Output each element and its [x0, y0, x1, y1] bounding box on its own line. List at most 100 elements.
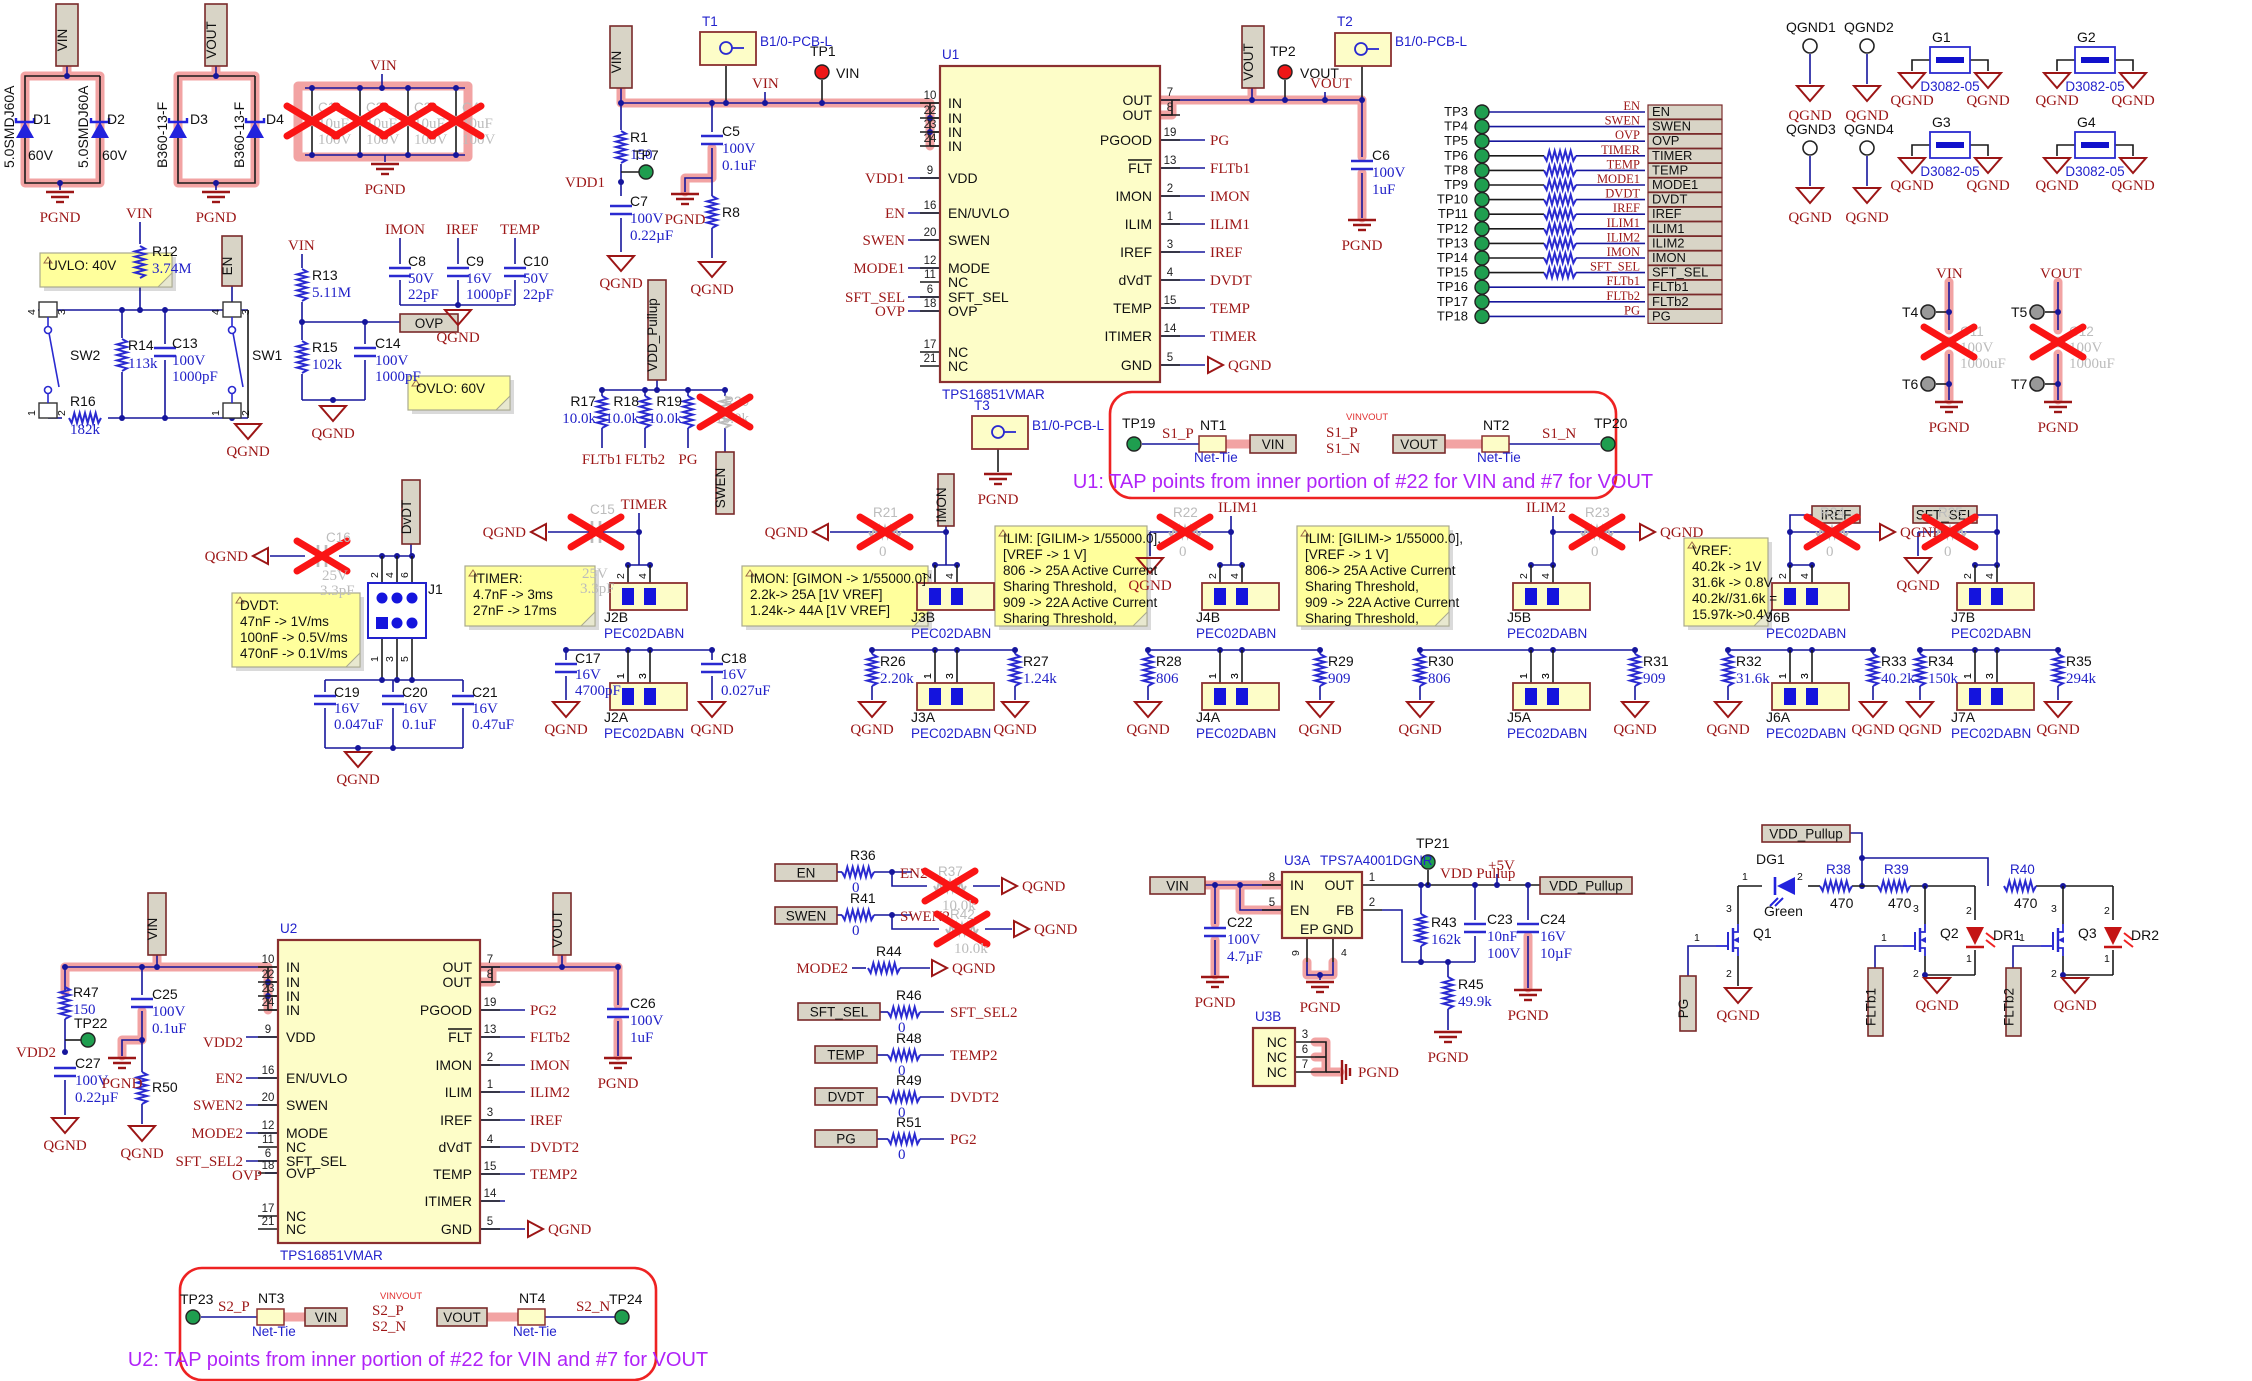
switch-symbol[interactable] — [38, 402, 58, 419]
ground-symbol-qgnd[interactable] — [1304, 701, 1336, 719]
led-symbol[interactable] — [1966, 927, 1984, 945]
net-port-fltb2[interactable] — [1647, 294, 1723, 310]
test-point[interactable] — [638, 164, 654, 180]
resistor-symbol[interactable] — [703, 195, 721, 229]
resistor-symbol[interactable] — [1543, 219, 1577, 238]
jack-symbol[interactable] — [699, 31, 757, 66]
terminal-temp[interactable] — [814, 1045, 878, 1064]
chip-u2[interactable] — [276, 938, 482, 1245]
ground-symbol-qgnd[interactable] — [317, 405, 349, 423]
chip-u3a[interactable] — [1280, 870, 1364, 940]
jack-symbol[interactable] — [1334, 32, 1392, 67]
resistor-symbol[interactable] — [68, 409, 102, 427]
test-point[interactable] — [1859, 140, 1875, 156]
terminal-vin[interactable] — [147, 892, 167, 956]
test-point[interactable] — [80, 1032, 96, 1048]
resistor-symbol[interactable] — [1819, 877, 1853, 895]
ground-port-qgnd[interactable] — [1639, 522, 1658, 542]
terminal-vin[interactable] — [609, 25, 633, 89]
ground-port-qgnd[interactable] — [810, 522, 829, 542]
net-port-temp[interactable] — [1647, 162, 1723, 178]
ground-symbol-qgnd[interactable] — [232, 423, 264, 441]
resistor-symbol[interactable] — [293, 268, 311, 302]
ground-symbol-qgnd[interactable] — [2041, 157, 2073, 175]
ground-symbol-qgnd[interactable] — [1132, 701, 1164, 719]
terminal-vdd-pullup[interactable] — [1761, 824, 1851, 843]
terminal-ovp[interactable] — [399, 313, 459, 333]
resistor-symbol[interactable] — [1543, 249, 1577, 267]
test-point[interactable] — [1802, 140, 1818, 156]
ground-symbol-qgnd[interactable] — [1851, 187, 1883, 205]
resistor-symbol[interactable] — [841, 906, 875, 924]
test-point[interactable] — [1474, 133, 1490, 149]
test-point[interactable] — [1802, 38, 1818, 54]
switch-symbol[interactable] — [222, 402, 242, 419]
resistor-symbol[interactable] — [1439, 976, 1457, 1010]
terminal-vout[interactable] — [204, 3, 228, 67]
fuse-symbol[interactable] — [1929, 131, 1971, 159]
terminal-pg[interactable] — [814, 1129, 878, 1148]
ground-symbol-qgnd[interactable] — [856, 701, 888, 719]
resistor-symbol[interactable] — [1543, 161, 1577, 180]
resistor-symbol[interactable] — [133, 1071, 151, 1105]
net-port-mode1[interactable] — [1647, 177, 1723, 193]
ground-symbol-qgnd[interactable] — [1904, 701, 1936, 719]
ground-symbol-qgnd[interactable] — [2059, 977, 2091, 995]
chip-u3b[interactable] — [1251, 1026, 1297, 1088]
resistor-symbol[interactable] — [679, 395, 697, 429]
terminal-fltb2[interactable] — [2005, 967, 2022, 1037]
resistor-symbol[interactable] — [1911, 653, 1929, 687]
net-port-ovp[interactable] — [1647, 133, 1723, 149]
resistor-symbol[interactable] — [1626, 653, 1644, 687]
ground-symbol-qgnd[interactable] — [2042, 701, 2074, 719]
jumper-block-j3b[interactable] — [916, 582, 995, 611]
test-point[interactable] — [1474, 177, 1490, 193]
net-tie-symbol[interactable] — [1481, 435, 1510, 453]
resistor-symbol[interactable] — [1719, 653, 1737, 687]
jack-symbol[interactable] — [971, 415, 1029, 450]
ground-symbol-qgnd[interactable] — [126, 1125, 158, 1143]
ground-symbol-qgnd[interactable] — [1794, 187, 1826, 205]
led-symbol[interactable] — [2104, 927, 2122, 945]
terminal-en[interactable] — [221, 235, 243, 287]
net-port-pg[interactable] — [1647, 308, 1723, 324]
note[interactable] — [231, 592, 361, 668]
note[interactable] — [741, 565, 929, 627]
resistor-symbol[interactable] — [863, 653, 881, 687]
test-point[interactable] — [1474, 235, 1490, 252]
test-point[interactable] — [1474, 104, 1490, 120]
ground-symbol-qgnd[interactable] — [1972, 157, 2004, 175]
test-point[interactable] — [1600, 436, 1616, 452]
ground-symbol-qgnd[interactable] — [1921, 977, 1953, 995]
ground-symbol-qgnd[interactable] — [1404, 701, 1436, 719]
jumper-block-j1[interactable] — [367, 582, 427, 639]
terminal-vout[interactable] — [552, 892, 572, 956]
ground-symbol-qgnd[interactable] — [605, 255, 637, 273]
ground-symbol-qgnd[interactable] — [2117, 157, 2149, 175]
test-point[interactable] — [1474, 148, 1490, 164]
net-port-sft_sel[interactable] — [1647, 265, 1723, 281]
fuse-symbol[interactable] — [1929, 46, 1971, 74]
terminal-pg[interactable] — [1679, 975, 1697, 1032]
ground-symbol-qgnd[interactable] — [1896, 157, 1928, 175]
ground-symbol-qgnd[interactable] — [2117, 72, 2149, 90]
tvs-diode-symbol[interactable] — [91, 122, 109, 138]
test-point[interactable] — [185, 1309, 201, 1325]
ground-port-qgnd[interactable] — [1001, 876, 1020, 896]
resistor-symbol[interactable] — [1411, 653, 1429, 687]
terminal-vdd-pullup[interactable] — [647, 279, 667, 381]
test-point[interactable] — [1920, 376, 1936, 392]
resistor-symbol[interactable] — [131, 245, 149, 279]
net-port-ilim2[interactable] — [1647, 235, 1723, 251]
fuse-symbol[interactable] — [2074, 131, 2116, 159]
test-point[interactable] — [1126, 436, 1142, 452]
ground-symbol-qgnd[interactable] — [696, 701, 728, 719]
test-point[interactable] — [2029, 304, 2045, 320]
note[interactable] — [1683, 537, 1769, 627]
note[interactable] — [464, 565, 596, 627]
ground-symbol-qgnd[interactable] — [1851, 85, 1883, 103]
net-port-iref[interactable] — [1647, 206, 1723, 222]
ground-port-qgnd[interactable] — [250, 546, 269, 566]
ground-symbol-qgnd[interactable] — [1134, 557, 1166, 575]
fuse-symbol[interactable] — [2074, 46, 2116, 74]
